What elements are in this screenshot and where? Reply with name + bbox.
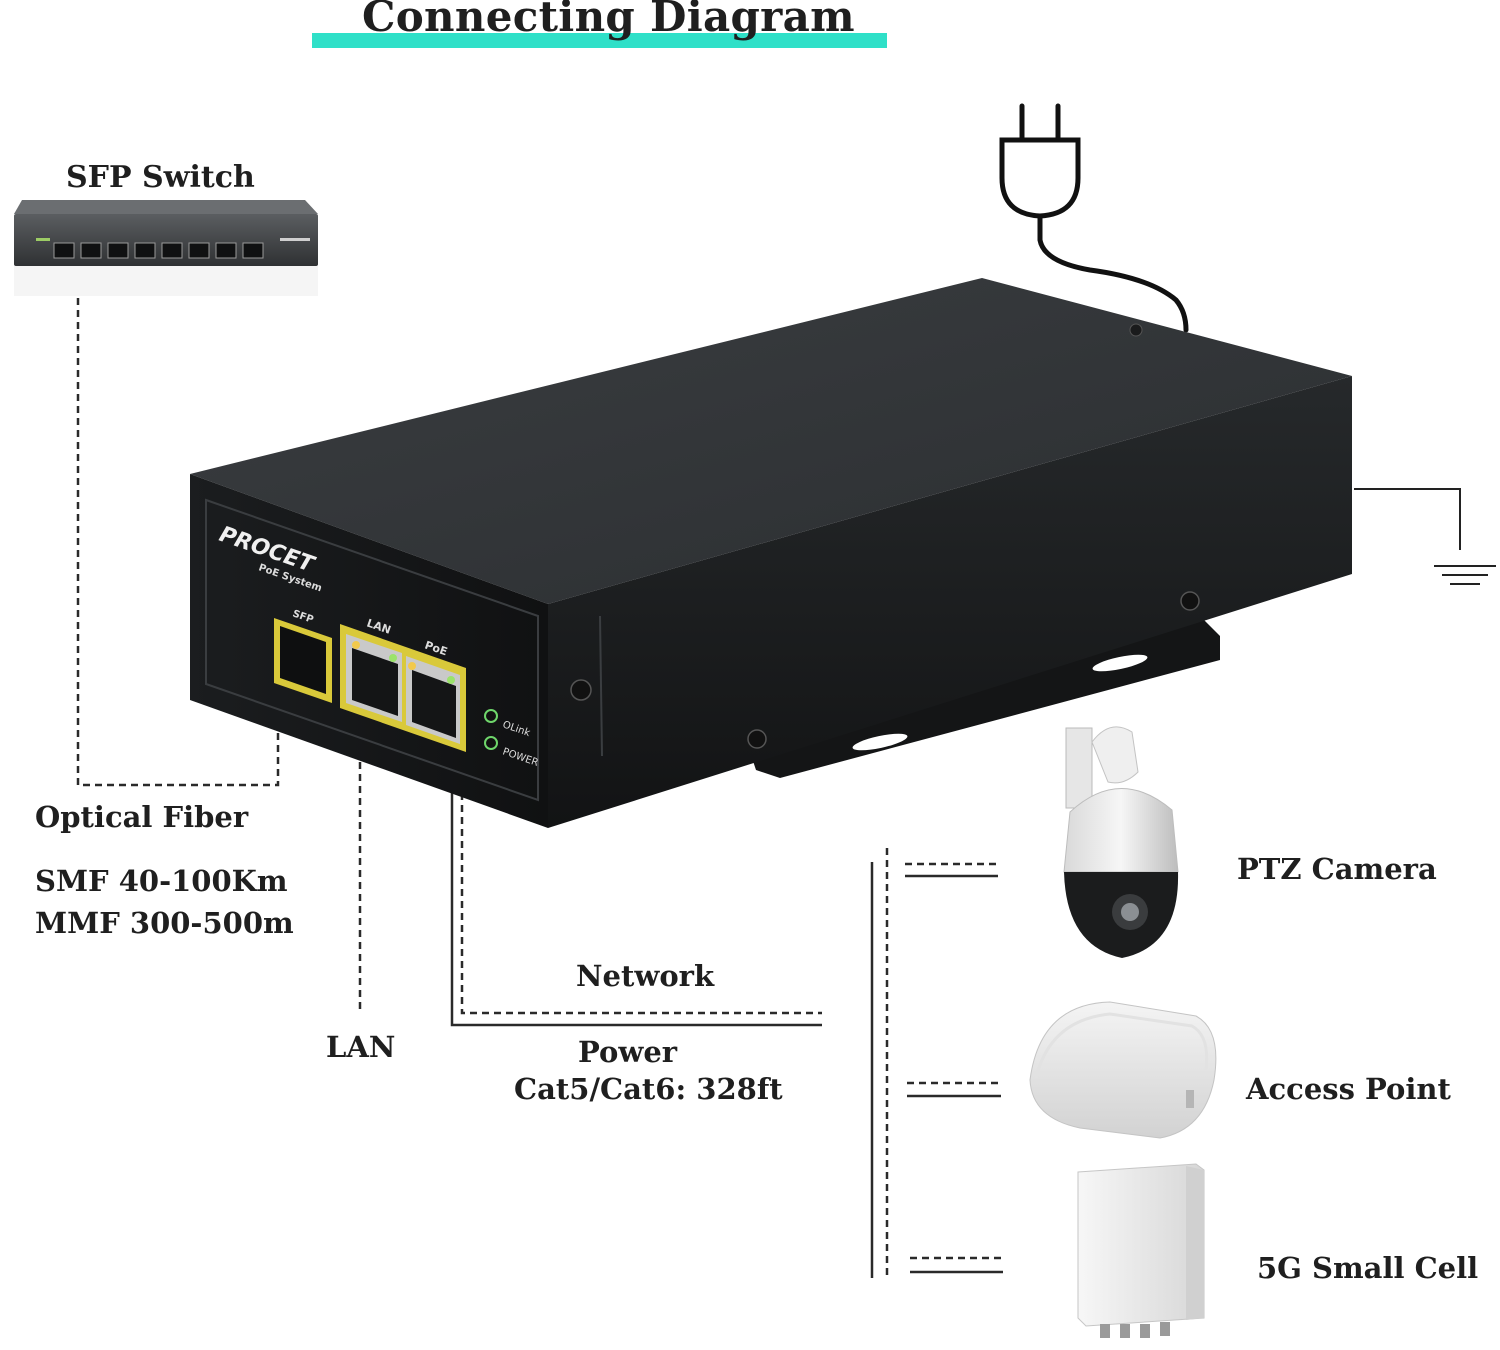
power-solid-line bbox=[450, 760, 822, 1027]
poe-injector-device bbox=[190, 278, 1352, 828]
optical-fiber-label: Optical Fiber bbox=[35, 800, 249, 834]
small-cell-label: 5G Small Cell bbox=[1257, 1251, 1479, 1285]
ptz-camera-image bbox=[1063, 726, 1179, 958]
lan-label: LAN bbox=[326, 1030, 396, 1064]
power-label: Power bbox=[578, 1035, 678, 1069]
power-plug-icon bbox=[999, 103, 1189, 333]
small-cell-image bbox=[1077, 1163, 1205, 1338]
sfp-switch-image bbox=[14, 200, 318, 296]
ptz-camera-label: PTZ Camera bbox=[1237, 852, 1437, 886]
ground-icon bbox=[1354, 488, 1496, 585]
network-label: Network bbox=[576, 959, 715, 993]
access-point-label: Access Point bbox=[1246, 1072, 1451, 1106]
title-underline bbox=[312, 33, 887, 48]
access-point-image bbox=[1029, 1001, 1217, 1139]
smf-spec-label: SMF 40-100Km bbox=[35, 864, 288, 898]
network-dashed-line bbox=[460, 793, 822, 1015]
sfp-switch-label: SFP Switch bbox=[66, 160, 255, 195]
diagram-title: Connecting Diagram bbox=[362, 0, 855, 41]
mmf-spec-label: MMF 300-500m bbox=[35, 906, 294, 940]
fiber-dashed-line bbox=[76, 298, 280, 787]
cable-spec-label: Cat5/Cat6: 328ft bbox=[514, 1072, 783, 1106]
